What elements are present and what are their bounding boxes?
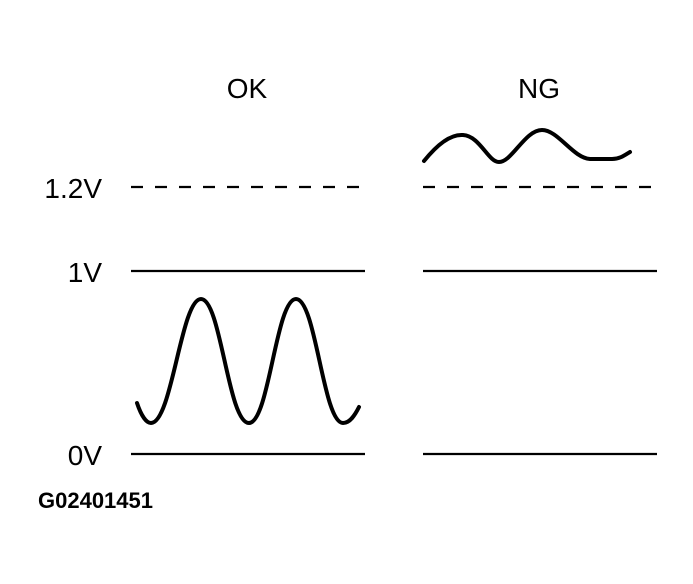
ok-waveform (135, 297, 361, 425)
ng-panel-title: NG (518, 73, 560, 104)
level-label-1-2v: 1.2V (44, 173, 102, 204)
ng-waveform (422, 128, 632, 164)
level-label-1v: 1V (68, 257, 103, 288)
level-label-0v: 0V (68, 440, 103, 471)
ok-panel-title: OK (227, 73, 268, 104)
figure-code: G02401451 (38, 488, 153, 513)
